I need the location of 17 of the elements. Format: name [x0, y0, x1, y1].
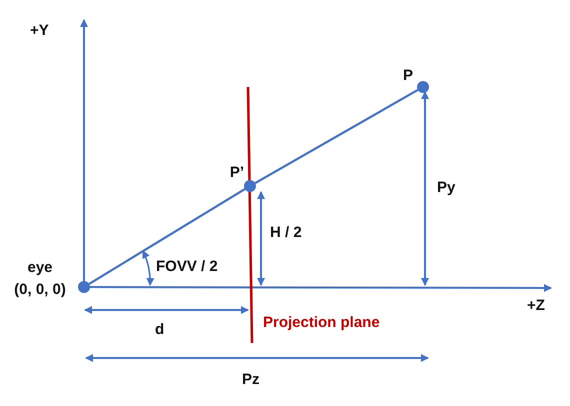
point-label: P’: [228, 163, 246, 182]
ray-line: [254, 89, 418, 184]
point-label: (0, 0, 0): [13, 280, 67, 300]
angle-label: FOVV / 2: [156, 258, 218, 275]
dimension-label: H / 2: [270, 224, 302, 241]
dimension-label: Py: [437, 179, 456, 196]
dimension-label: d: [155, 321, 164, 338]
point-dot: [78, 281, 90, 293]
ray-line: [88, 188, 246, 285]
axis-label: +Z: [527, 297, 545, 314]
point-label: eye: [26, 258, 54, 278]
point-label: P: [402, 66, 414, 86]
point-dot: [417, 81, 429, 93]
dimension-label: Pz: [242, 371, 260, 388]
plane-label: Projection plane: [263, 314, 380, 331]
axis-label: +Y: [30, 22, 49, 39]
point-dot: [244, 180, 256, 192]
